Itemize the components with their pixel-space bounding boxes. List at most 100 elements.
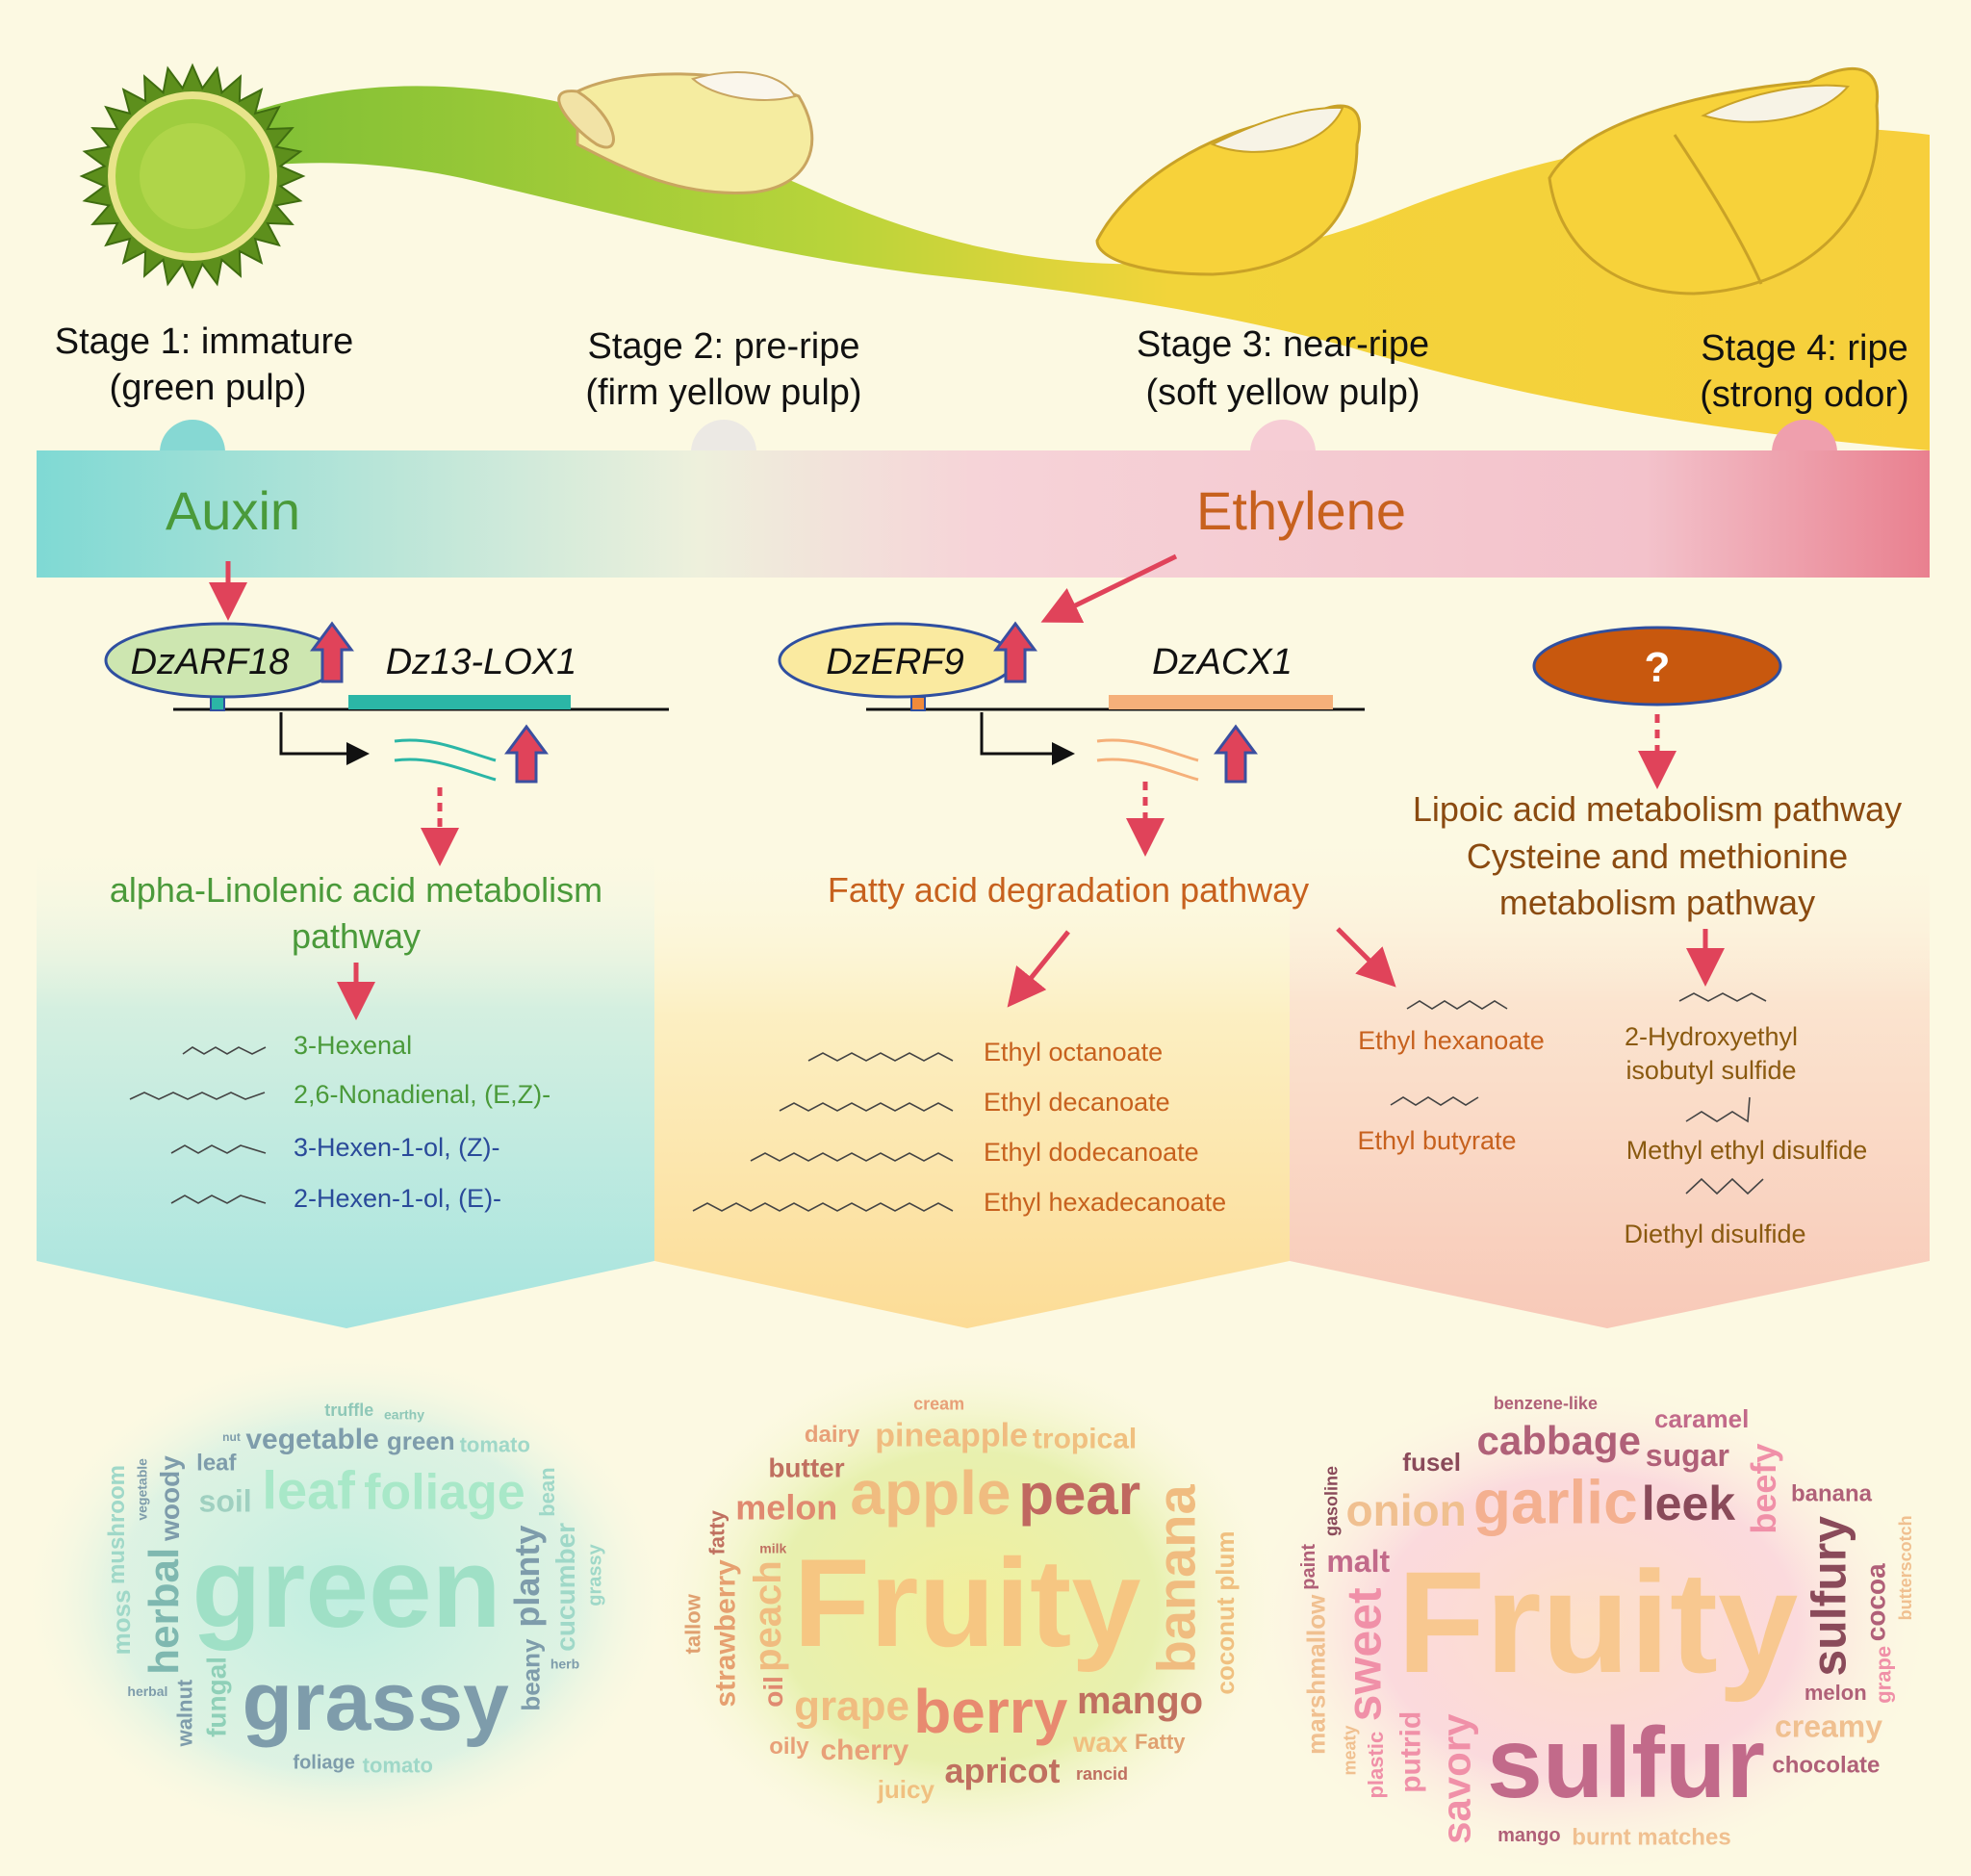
- word-cloud-term: burnt matches: [1572, 1824, 1730, 1850]
- dzarf18-label: DzARF18: [131, 642, 290, 682]
- word-cloud-term: sulfur: [1487, 1708, 1765, 1819]
- upregulation-arrow-icon: [1214, 724, 1258, 784]
- immature-durian-icon: [79, 63, 306, 290]
- word-cloud-term: walnut: [172, 1679, 196, 1747]
- word-cloud-term: beany: [516, 1638, 545, 1711]
- word-cloud-term: herb: [550, 1657, 579, 1672]
- word-cloud-term: meaty: [1340, 1725, 1359, 1775]
- word-cloud-term: mushroom: [104, 1465, 130, 1584]
- word-cloud-term: nut: [222, 1430, 241, 1444]
- compound-ethyl-hexanoate: Ethyl hexanoate: [1358, 1026, 1545, 1055]
- dz13-lox1-label: Dz13-LOX1: [386, 642, 577, 682]
- word-cloud-term: banana: [1791, 1481, 1873, 1507]
- word-cloud-term: malt: [1326, 1544, 1390, 1579]
- word-cloud-term: milk: [759, 1540, 786, 1555]
- word-cloud-term: beefy: [1744, 1444, 1783, 1534]
- word-cloud-term: banana: [1145, 1483, 1206, 1673]
- pre-ripe-durian-icon: [557, 71, 814, 194]
- word-cloud-term: fatty: [704, 1509, 729, 1555]
- word-cloud-term: cucumber: [550, 1523, 580, 1652]
- 2-hexenol-structure: [170, 1195, 267, 1204]
- methyl-ethyl-disulfide-structure: [1685, 1096, 1751, 1123]
- stage-2-title: Stage 2: pre-ripe: [587, 326, 859, 367]
- dzerf9-label: DzERF9: [826, 642, 964, 682]
- pathway-arrow-middle: [1007, 930, 1070, 1008]
- green-cloud-halo: [19, 1348, 674, 1848]
- word-cloud-term: earthy: [384, 1407, 424, 1423]
- stage-3-title: Stage 3: near-ripe: [1137, 324, 1429, 365]
- word-cloud-term: chocolate: [1772, 1753, 1880, 1779]
- upregulation-arrow-icon: [504, 724, 549, 784]
- acx1-gene-body: [1109, 695, 1333, 709]
- word-cloud-term: planty: [507, 1526, 547, 1628]
- word-cloud-term: Fruity: [1397, 1541, 1799, 1703]
- word-cloud-term: truffle: [324, 1401, 373, 1420]
- word-cloud-term: cherry: [820, 1735, 909, 1766]
- word-cloud-term: creamy: [1775, 1709, 1882, 1743]
- auxin-pathway-panel: [37, 837, 654, 1328]
- ethyl-dodecanoate-structure: [750, 1152, 954, 1162]
- compound-3-hexenal: 3-Hexenal: [294, 1031, 412, 1060]
- word-cloud-term: savory: [1434, 1713, 1479, 1844]
- word-cloud-term: mango: [1077, 1680, 1203, 1722]
- word-cloud-term: green: [192, 1525, 500, 1652]
- word-cloud-term: caramel: [1654, 1404, 1749, 1433]
- cysteine-pathway-label-2: metabolism pathway: [1499, 883, 1815, 922]
- word-cloud-term: butter: [768, 1452, 844, 1482]
- word-cloud-term: tomato: [363, 1753, 433, 1777]
- near-ripe-durian-icon: [1095, 104, 1362, 276]
- lox1-gene-body: [348, 695, 571, 709]
- ripe-durian-icon: [1548, 66, 1880, 296]
- fatty-acid-pathway-label: Fatty acid degradation pathway: [828, 870, 1309, 910]
- compound-ethyl-hexadecanoate: Ethyl hexadecanoate: [984, 1188, 1226, 1217]
- word-cloud-term: grape: [794, 1683, 909, 1730]
- word-cloud-term: melon: [735, 1488, 837, 1528]
- word-cloud-term: grape: [1872, 1646, 1896, 1704]
- stage-1-title: Stage 1: immature: [55, 321, 353, 362]
- word-cloud-term: leaf: [196, 1451, 237, 1477]
- compound-hydroxyethyl-isobutyl-sulfide: 2-Hydroxyethyl: [1625, 1022, 1798, 1051]
- word-cloud-term: paint: [1298, 1544, 1319, 1590]
- word-cloud-term: onion: [1346, 1485, 1467, 1535]
- word-cloud-term: peach: [747, 1560, 789, 1672]
- compound-nonadienal: 2,6-Nonadienal, (E,Z)-: [294, 1080, 550, 1109]
- compound-ethyl-butyrate: Ethyl butyrate: [1357, 1126, 1516, 1155]
- unknown-regulator-label: ?: [1645, 644, 1671, 691]
- word-cloud-term: gasoline: [1322, 1466, 1342, 1536]
- fatty-acid-panel: [654, 847, 1290, 1328]
- word-cloud-term: pear: [1018, 1462, 1140, 1527]
- hydroxyethyl-sulfide-structure: [1678, 992, 1767, 1002]
- word-cloud-term: marshmallow: [1302, 1594, 1331, 1755]
- compound-diethyl-disulfide: Diethyl disulfide: [1624, 1220, 1805, 1248]
- word-cloud-term: Fruity: [793, 1532, 1140, 1673]
- ethyl-butyrate-structure: [1390, 1096, 1479, 1106]
- word-cloud-term: butterscotch: [1896, 1515, 1915, 1620]
- transcription-start-arrow-1: [279, 712, 370, 765]
- word-cloud-term: cocoa: [1861, 1563, 1891, 1641]
- mrna-icon-2: [1096, 738, 1199, 782]
- word-cloud-term: soil: [199, 1484, 252, 1519]
- fruity-cloud-halo: [650, 1348, 1285, 1867]
- word-cloud-term: plastic: [1364, 1732, 1388, 1799]
- upregulation-arrow-icon: [993, 621, 1037, 683]
- word-cloud-term: tomato: [460, 1433, 530, 1457]
- hormone-gradient-bar: [37, 450, 1930, 578]
- word-cloud-term: mango: [1497, 1825, 1561, 1846]
- word-cloud-term: juicy: [877, 1775, 935, 1804]
- word-cloud-term: vegetable: [245, 1424, 378, 1455]
- mrna-icon-1: [394, 738, 497, 782]
- stage-3-subtitle: (soft yellow pulp): [1145, 373, 1420, 413]
- diethyl-disulfide-structure: [1685, 1177, 1764, 1195]
- word-cloud-term: moss: [107, 1589, 136, 1655]
- word-cloud-term: sweet: [1337, 1587, 1391, 1721]
- word-cloud-term: apple: [850, 1458, 1011, 1528]
- word-cloud-term: fungal: [201, 1657, 231, 1737]
- ethyl-hexanoate-structure: [1406, 1000, 1508, 1010]
- compound-ethyl-dodecanoate: Ethyl dodecanoate: [984, 1138, 1199, 1167]
- word-cloud-term: coconut: [1211, 1597, 1240, 1694]
- word-cloud-term: vegetable: [134, 1458, 149, 1521]
- ethyl-decanoate-structure: [779, 1102, 954, 1112]
